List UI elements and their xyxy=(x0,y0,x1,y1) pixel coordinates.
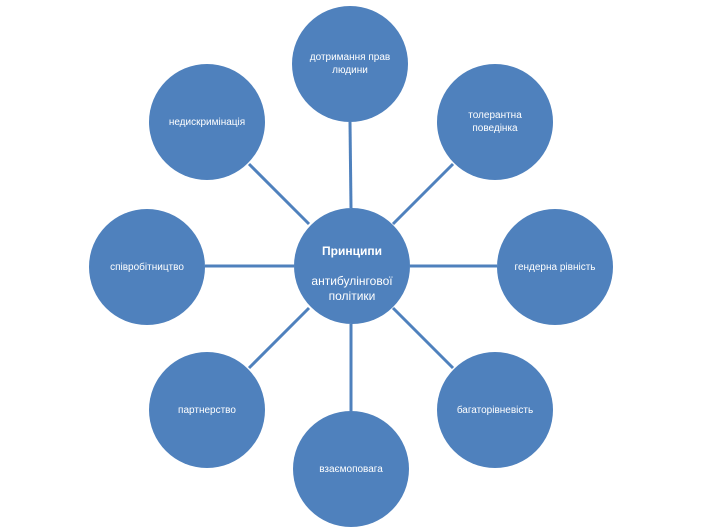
principle-label: толерантна поведінка xyxy=(468,110,522,134)
principle-label: співробітництво xyxy=(110,261,184,273)
connector-br xyxy=(391,306,455,370)
principle-label: дотримання прав людини xyxy=(309,52,391,76)
principle-label: партнерство xyxy=(178,404,236,416)
center-node: Принципи антибулінгової політики xyxy=(294,208,410,324)
connector-bl xyxy=(247,306,311,370)
center-title: Принципи xyxy=(322,243,382,258)
principle-node-non-discrimination: недискримінація xyxy=(149,64,265,180)
principle-node-multilevel: багаторівневість xyxy=(437,352,553,468)
connector-top xyxy=(348,121,353,209)
center-subtitle: антибулінгової політики xyxy=(311,273,393,303)
principle-node-cooperation: співробітництво xyxy=(89,209,205,325)
principle-node-human-rights: дотримання прав людини xyxy=(292,6,408,122)
principle-label: багаторівневість xyxy=(456,404,534,416)
principle-node-tolerant-behavior: толерантна поведінка xyxy=(437,64,553,180)
principle-label: недискримінація xyxy=(168,116,246,128)
principle-label: взаємоповага xyxy=(319,463,383,475)
principle-node-gender-equality: гендерна рівність xyxy=(497,209,613,325)
principle-node-mutual-respect: взаємоповага xyxy=(293,411,409,527)
principle-node-partnership: партнерство xyxy=(149,352,265,468)
connector-tl xyxy=(247,162,311,226)
connector-tr xyxy=(391,162,455,226)
principle-label: гендерна рівність xyxy=(514,261,596,273)
